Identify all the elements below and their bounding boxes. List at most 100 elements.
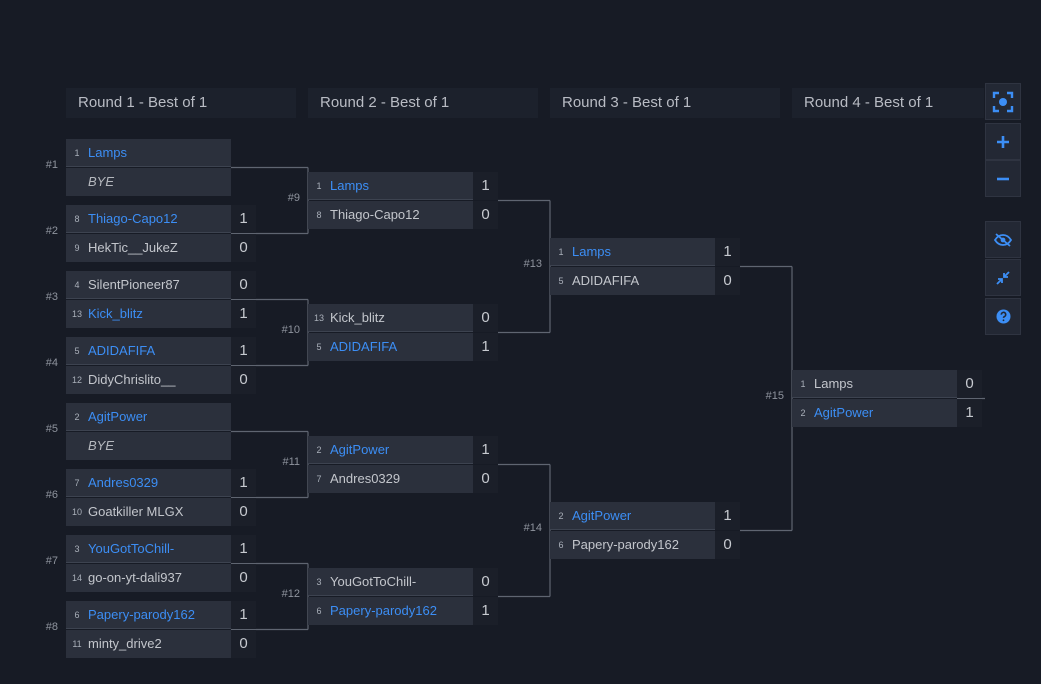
player-name: ADIDAFIFA [572,273,640,288]
player-seed: 9 [74,243,80,253]
player-name: Thiago-Capo12 [330,207,420,222]
player-name: BYE [88,438,115,453]
player-name: Papery-parody162 [572,537,679,552]
player-score: 0 [473,568,498,596]
player-score: 1 [231,337,256,365]
toggle-visibility-button[interactable] [985,221,1021,258]
player-score: 0 [231,498,256,526]
player-slot[interactable]: BYE [66,168,231,196]
player-score: 0 [473,304,498,332]
player-name: AgitPower [814,405,874,420]
player-seed: 11 [72,639,82,649]
player-score: 0 [231,630,256,658]
player-seed: 2 [74,412,80,422]
player-name: AgitPower [330,442,390,457]
player-name: YouGotToChill- [330,574,417,589]
player-name: Lamps [572,244,612,259]
player-seed: 6 [558,540,564,550]
zoom-out-button[interactable] [985,160,1021,197]
compress-icon [996,270,1010,285]
player-seed: 1 [800,379,806,389]
focus-button[interactable] [985,83,1021,120]
match-number: #12 [281,588,300,600]
plus-icon [996,135,1010,149]
player-name: BYE [88,174,115,189]
player-name: ADIDAFIFA [88,343,156,358]
player-score: 0 [715,267,740,295]
player-score: 0 [715,531,740,559]
player-seed: 3 [316,577,322,587]
player-name: Papery-parody162 [330,603,437,618]
player-score: 1 [473,436,498,464]
focus-icon [992,91,1014,113]
player-slot[interactable]: BYE [66,432,231,460]
player-seed: 13 [313,313,324,323]
player-name: ADIDAFIFA [330,339,398,354]
player-slot[interactable]: 2 AgitPower [66,403,231,431]
player-name: Andres0329 [88,475,159,490]
player-slot[interactable]: 6 Papery-parody162 [66,601,231,629]
zoom-in-button[interactable] [985,123,1021,160]
player-seed: 7 [74,478,80,488]
player-slot[interactable]: 6 Papery-parody162 [550,531,715,559]
player-name: AgitPower [572,508,632,523]
match-number: #6 [45,489,58,501]
player-name: Thiago-Capo12 [88,211,178,226]
match-number: #3 [45,291,58,303]
round-header-3: Round 3 - Best of 1 [550,88,780,118]
player-slot[interactable]: 7 Andres0329 [66,469,231,497]
player-name: Goatkiller MLGX [88,504,184,519]
help-button[interactable] [985,298,1021,335]
match-number: #4 [45,357,58,369]
compress-button[interactable] [985,259,1021,296]
player-name: Kick_blitz [330,310,385,325]
player-slot[interactable]: 13 Kick_blitz [308,304,473,332]
minus-icon [996,172,1010,186]
player-name: AgitPower [88,409,148,424]
match-number: #13 [523,258,542,270]
player-seed: 6 [74,610,80,620]
player-name: go-on-yt-dali937 [88,570,182,585]
player-score: 0 [231,564,256,592]
player-seed: 1 [316,181,322,191]
player-name: Papery-parody162 [88,607,195,622]
player-slot[interactable]: 3 YouGotToChill- [308,568,473,596]
